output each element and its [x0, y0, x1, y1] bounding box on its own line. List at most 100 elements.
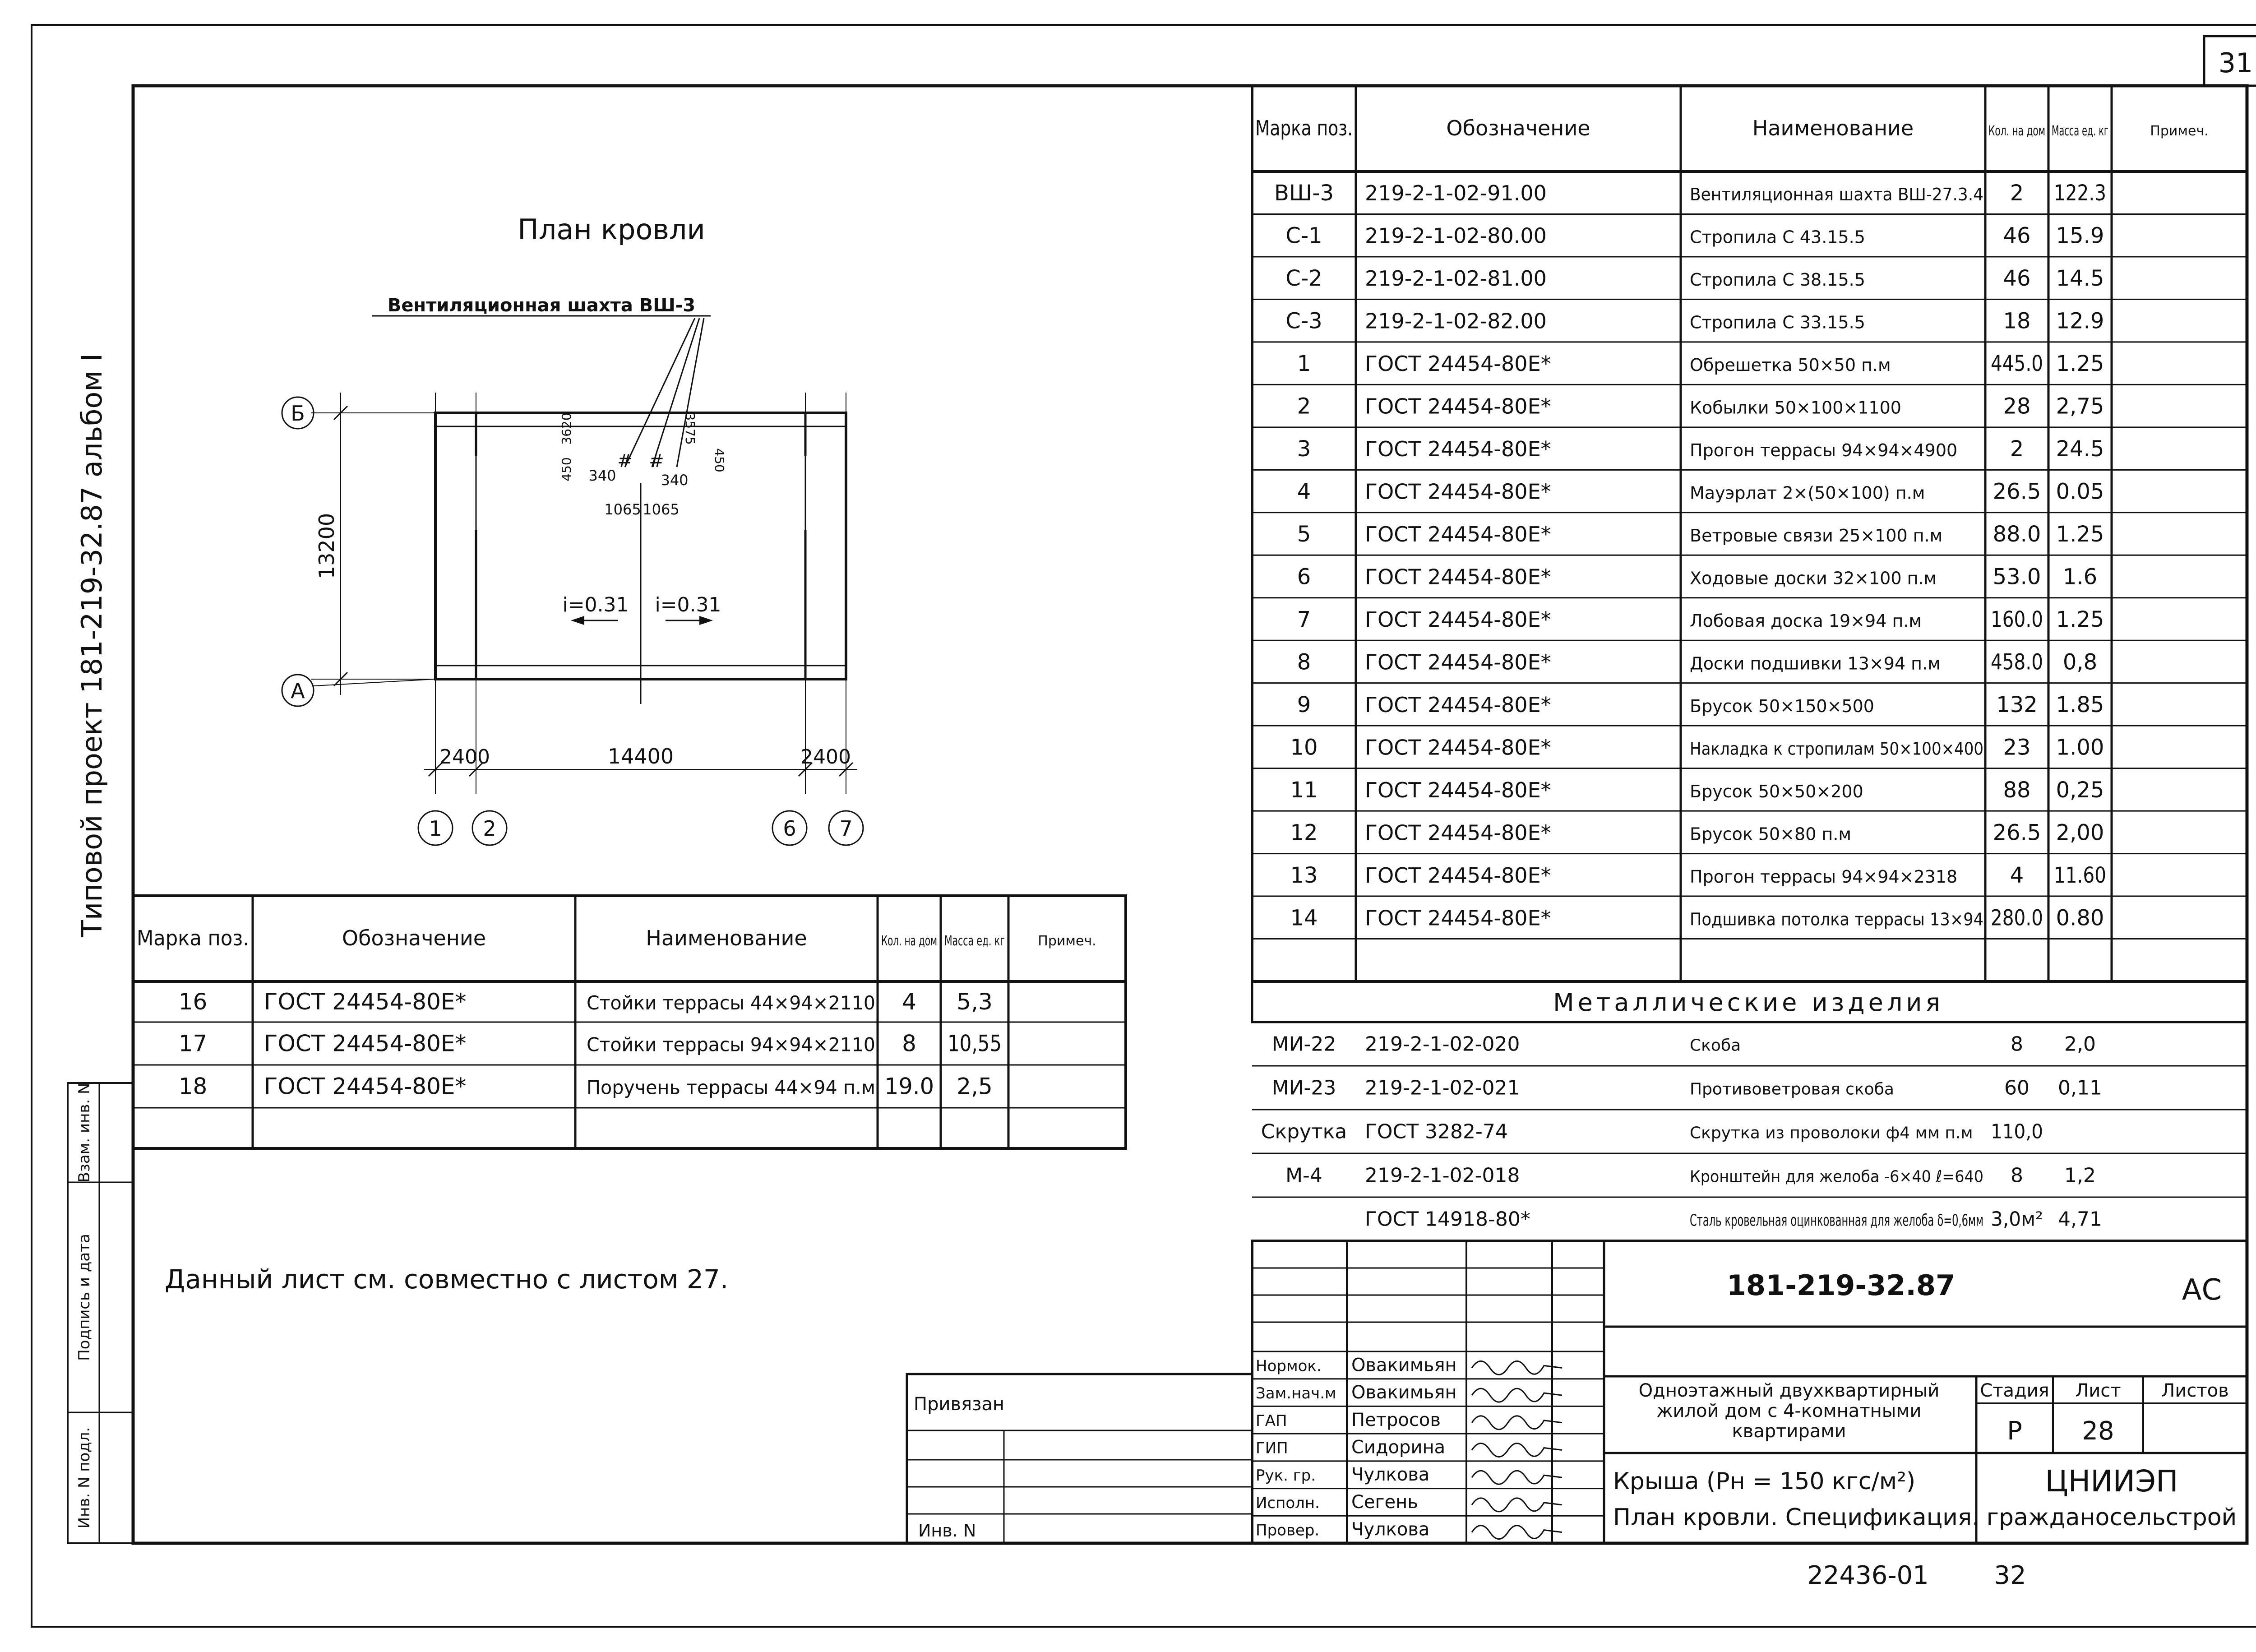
left-table-cell: 16	[179, 989, 208, 1015]
right-table-cell: 1.25	[2056, 607, 2104, 632]
right-table-cell: Стропила С 38.15.5	[1690, 270, 1865, 290]
tb-name: Чулкова	[1351, 1464, 1429, 1485]
metal-table-cell: 0,11	[2058, 1077, 2102, 1100]
project-name-3: квартирами	[1732, 1421, 1846, 1442]
right-table-cell: 0,8	[2063, 649, 2097, 675]
svg-text:#: #	[617, 451, 633, 472]
left-table-cell: 10,55	[948, 1031, 1002, 1057]
metal-table-cell: 8	[2011, 1164, 2023, 1187]
axis-b: Б	[291, 401, 305, 426]
metal-table-cell: ГОСТ 14918-80*	[1365, 1208, 1530, 1231]
right-table-cell: Брусок 50×50×200	[1690, 782, 1863, 801]
right-table-cell: Кобылки 50×100×1100	[1690, 398, 1901, 418]
outer-frame	[31, 24, 2256, 1628]
right-table-cell: 46	[2003, 266, 2030, 291]
signature-mark	[1471, 1443, 1563, 1458]
right-table-cell: Подшивка потолка террасы 13×94	[1690, 909, 1983, 929]
right-table-cell: 1.6	[2063, 565, 2097, 590]
tb-name: Овакимьян	[1351, 1382, 1457, 1403]
right-table-cell: 23	[2003, 735, 2030, 760]
left-table-header: Наименование	[646, 926, 807, 950]
dim-1065-right: 1065	[643, 501, 679, 518]
right-table-cell: 1.00	[2056, 735, 2104, 760]
org-line-1: ЦНИИЭП	[2045, 1464, 2178, 1499]
right-table-cell: 2	[2010, 436, 2024, 462]
right-table-cell: 0.05	[2056, 479, 2104, 504]
right-table-cell: 160.0	[1991, 607, 2043, 632]
right-table-cell: 0.80	[2056, 905, 2104, 930]
left-table-cell: 2,5	[957, 1074, 993, 1100]
right-table-cell: Вентиляционная шахта ВШ-27.3.4	[1690, 185, 1983, 204]
right-table-cell: 1.85	[2056, 692, 2104, 717]
right-table-cell: 11.60	[2054, 863, 2106, 888]
axis-2: 2	[483, 816, 496, 841]
metal-table-cell: Кронштейн для желоба -6×40 ℓ=640	[1690, 1168, 1983, 1186]
slope-right: i=0.31	[655, 593, 721, 616]
right-table-cell: 12	[1290, 820, 1318, 845]
right-table-cell: ГОСТ 24454-80Е*	[1365, 522, 1551, 546]
right-table-header: Масса ед. кг	[2052, 123, 2108, 139]
right-table-cell: 53.0	[1993, 565, 2041, 590]
left-table-cell: Поручень террасы 44×94 п.м	[587, 1077, 875, 1099]
metal-table-cell: Скрутка из проволоки ф4 мм п.м	[1690, 1124, 1973, 1143]
right-table-cell: Мауэрлат 2×(50×100) п.м	[1690, 483, 1925, 503]
right-table-cell: 14.5	[2056, 266, 2104, 291]
right-table-cell: Доски подшивки 13×94 п.м	[1690, 653, 1941, 673]
tb-name: Петросов	[1351, 1410, 1441, 1430]
left-table-header: Масса ед. кг	[944, 933, 1005, 949]
right-table-cell: Ветровые связи 25×100 п.м	[1690, 526, 1942, 546]
right-table-cell: 122.3	[2054, 180, 2106, 206]
album-caption: Типовой проект 181-219-32.87 альбом I	[75, 353, 108, 938]
dim-3620: 3620	[559, 412, 574, 444]
right-table-header: Примеч.	[2150, 123, 2208, 139]
left-table-header: Обозначение	[342, 926, 486, 950]
roof-plan: План кровли Вентиляционная шахта ВШ-3 Б …	[281, 213, 864, 846]
metal-section-title: Металлические изделия	[1553, 988, 1944, 1017]
right-table-cell: ГОСТ 24454-80Е*	[1365, 352, 1551, 376]
dim-2400-left: 2400	[439, 745, 490, 768]
inv-podl-label: Инв. N подл.	[75, 1427, 93, 1529]
left-table-cell: 18	[179, 1074, 208, 1100]
dim-340-right: 340	[661, 472, 688, 489]
metal-table-cell: МИ-23	[1272, 1077, 1336, 1100]
right-table-cell: 15.9	[2056, 223, 2104, 249]
left-table-cell: Стойки террасы 94×94×2110	[587, 1034, 875, 1056]
right-table-cell: 3	[1297, 436, 1311, 462]
left-table-cell: ГОСТ 24454-80Е*	[264, 1031, 467, 1057]
axis-6: 6	[783, 816, 796, 841]
right-table-cell: Брусок 50×80 п.м	[1690, 824, 1851, 844]
drawing-title-2: План кровли. Спецификация.	[1613, 1504, 1979, 1531]
tb-role: Зам.нач.м	[1256, 1384, 1336, 1402]
tb-role: Рук. гр.	[1256, 1467, 1316, 1485]
right-table-cell: 2	[1297, 394, 1311, 419]
metal-table-cell: 3,0м²	[1991, 1208, 2043, 1231]
dim-13200: 13200	[314, 513, 339, 579]
left-stamp-strip: Инв. N подл. Подпись и дата Взам. инв. N	[67, 1082, 134, 1544]
right-table-cell: 2,00	[2056, 820, 2104, 845]
left-table-header: Примеч.	[1038, 933, 1096, 949]
dim-2400-right: 2400	[800, 745, 851, 768]
left-table-header: Марка поз.	[137, 926, 249, 950]
right-table-cell: С-2	[1285, 266, 1322, 291]
right-table-cell: 219-2-1-02-82.00	[1365, 309, 1547, 333]
right-table-cell: 28	[2003, 394, 2030, 419]
stage-value: Р	[2007, 1416, 2022, 1446]
right-table-cell: Ходовые доски 32×100 п.м	[1690, 569, 1937, 588]
dim-450-right: 450	[712, 448, 727, 472]
right-table-cell: 132	[1996, 692, 2038, 717]
sheets-header: Листов	[2161, 1380, 2228, 1401]
right-table-cell: 10	[1290, 735, 1318, 760]
right-table-cell: 2,75	[2056, 394, 2104, 419]
dim-14400: 14400	[608, 744, 674, 768]
metal-table-cell: МИ-22	[1272, 1033, 1336, 1056]
tb-role: ГИП	[1256, 1439, 1288, 1458]
right-table-header: Наименование	[1752, 116, 1914, 140]
org-line-2: гражданосельстрой	[1987, 1504, 2237, 1531]
right-table-header: Кол. на дом	[1988, 123, 2045, 139]
left-table-cell: ГОСТ 24454-80Е*	[264, 1074, 467, 1100]
right-table-cell: 458.0	[1991, 649, 2043, 675]
right-table-cell: 88.0	[1993, 522, 2041, 547]
